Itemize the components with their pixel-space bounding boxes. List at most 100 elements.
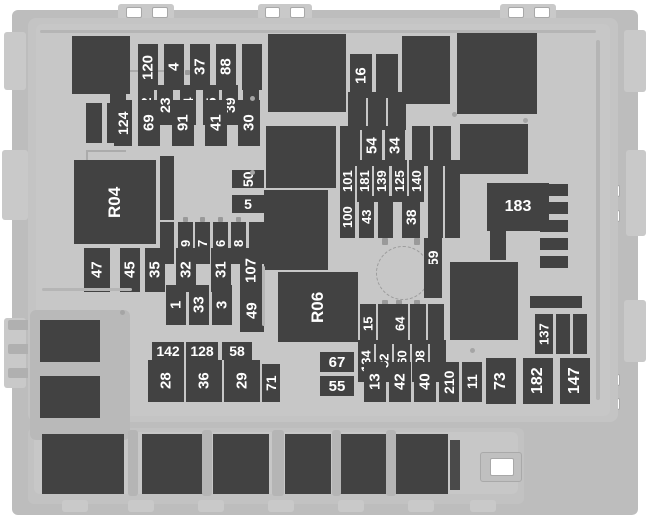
fuse-101[interactable] (340, 160, 355, 202)
fuse-181[interactable] (357, 160, 372, 202)
fuse-47[interactable] (84, 248, 110, 292)
module-right-lower[interactable] (450, 262, 518, 340)
fuse-58[interactable] (222, 342, 252, 360)
bar-right-1[interactable] (540, 184, 568, 196)
fuse-37[interactable] (190, 44, 210, 90)
bar-right-3[interactable] (540, 220, 568, 232)
fuse-slot-center-top[interactable] (376, 54, 398, 98)
fuse-100[interactable] (340, 196, 355, 238)
fuse-210[interactable] (439, 362, 459, 402)
fuse-4[interactable] (164, 44, 184, 90)
fuse-91[interactable] (172, 100, 194, 146)
fuse-128[interactable] (186, 342, 218, 360)
fuse-13[interactable] (364, 362, 386, 402)
fuse-slot-center-k[interactable] (445, 196, 460, 238)
fuse-29[interactable] (224, 360, 260, 402)
fuse-slot-center-i[interactable] (378, 196, 393, 238)
fuse-16[interactable] (350, 54, 372, 98)
fuse-42[interactable] (389, 362, 411, 402)
bottom-relay-5[interactable] (340, 434, 386, 494)
fuse-67[interactable] (320, 352, 354, 372)
fuse-88[interactable] (216, 44, 236, 90)
bottom-relay-4[interactable] (285, 434, 331, 494)
bottom-relay-2[interactable] (142, 434, 208, 494)
fuse-142[interactable] (152, 342, 184, 360)
fuse-137[interactable] (535, 314, 553, 354)
fuse-slot-lower-a[interactable] (378, 304, 394, 344)
slot-r04-side-b[interactable] (160, 178, 174, 220)
fuse-124[interactable] (114, 100, 132, 146)
fuse-7[interactable] (195, 222, 210, 264)
fuse-140[interactable] (409, 160, 424, 202)
module-mid-right[interactable] (460, 124, 528, 174)
fuse-slot-lower-b[interactable] (410, 304, 426, 344)
fuse-125[interactable] (392, 160, 407, 202)
left-connector-block-2[interactable] (40, 376, 100, 418)
fuse-slot-center-j[interactable] (428, 196, 443, 238)
fuse-30[interactable] (238, 100, 260, 146)
fuse-34[interactable] (385, 126, 405, 166)
fuse-slot-center-g[interactable] (428, 160, 443, 202)
fuse-182[interactable] (523, 358, 553, 404)
module-center-tall[interactable] (264, 190, 328, 270)
fuse-32[interactable] (176, 248, 196, 292)
fuse-31[interactable] (211, 248, 231, 292)
fuse-28[interactable] (148, 360, 184, 402)
fuse-11[interactable] (462, 362, 482, 402)
fuse-49[interactable] (240, 290, 264, 332)
slot-right-vert[interactable] (490, 230, 506, 260)
fuse-43[interactable] (359, 196, 374, 238)
relay-R04[interactable] (74, 160, 156, 244)
left-connector-block-1[interactable] (40, 320, 100, 362)
fuse-45[interactable] (120, 248, 140, 292)
fuse-23[interactable] (157, 85, 173, 125)
bar-right-5[interactable] (540, 256, 568, 268)
fuse-3[interactable] (212, 285, 232, 325)
bar-right-4[interactable] (540, 238, 568, 250)
fuse-50[interactable] (232, 170, 264, 188)
fuse-183[interactable] (487, 183, 549, 231)
bottom-relay-7[interactable] (450, 440, 460, 490)
module-right-strip[interactable] (530, 296, 582, 308)
fuse-slot-center-d[interactable] (340, 126, 360, 166)
fuse-71[interactable] (262, 364, 280, 402)
fuse-33[interactable] (189, 285, 209, 325)
fuse-slot-top3-a[interactable] (86, 103, 102, 143)
fuse-slot-right-a[interactable] (556, 314, 570, 354)
fuse-slot-center-e[interactable] (412, 126, 430, 166)
fuse-slot-right-b[interactable] (573, 314, 587, 354)
fuse-slot-near-59[interactable] (424, 264, 442, 298)
fuse-147[interactable] (560, 358, 590, 404)
fuse-1[interactable] (166, 285, 186, 325)
module-top-right-b[interactable] (457, 32, 537, 114)
fuse-64[interactable] (392, 304, 408, 344)
fuse-36[interactable] (186, 360, 222, 402)
module-top-right-a[interactable] (402, 36, 450, 104)
fuse-slot-center-h[interactable] (445, 160, 460, 202)
fuse-139[interactable] (374, 160, 389, 202)
fuse-120[interactable] (138, 44, 158, 90)
fuse-slot-lower-c[interactable] (428, 304, 444, 344)
round-relay-socket[interactable] (376, 246, 430, 300)
bar-right-2[interactable] (540, 202, 568, 214)
fuse-54[interactable] (362, 126, 382, 166)
fuse-40[interactable] (414, 362, 436, 402)
fuse-55[interactable] (320, 376, 354, 396)
fuse-15[interactable] (360, 304, 376, 344)
module-mid-center[interactable] (266, 126, 336, 188)
bottom-relay-1[interactable] (42, 434, 124, 494)
fuse-38[interactable] (402, 196, 420, 238)
module-top-center[interactable] (268, 34, 346, 112)
fuse-69[interactable] (138, 100, 160, 146)
fuse-41[interactable] (205, 100, 227, 146)
fuse-blank-top-1[interactable] (242, 44, 262, 90)
bottom-relay-6[interactable] (396, 434, 448, 494)
fuse-slot-center-f[interactable] (433, 126, 451, 166)
fuse-slot-center-a[interactable] (348, 92, 366, 130)
fuse-slot-center-b[interactable] (368, 92, 386, 130)
fuse-35[interactable] (145, 248, 165, 292)
fuse-73[interactable] (486, 358, 516, 404)
fuse-107[interactable] (240, 248, 262, 292)
bottom-relay-3[interactable] (213, 434, 269, 494)
relay-R06[interactable] (278, 272, 358, 342)
